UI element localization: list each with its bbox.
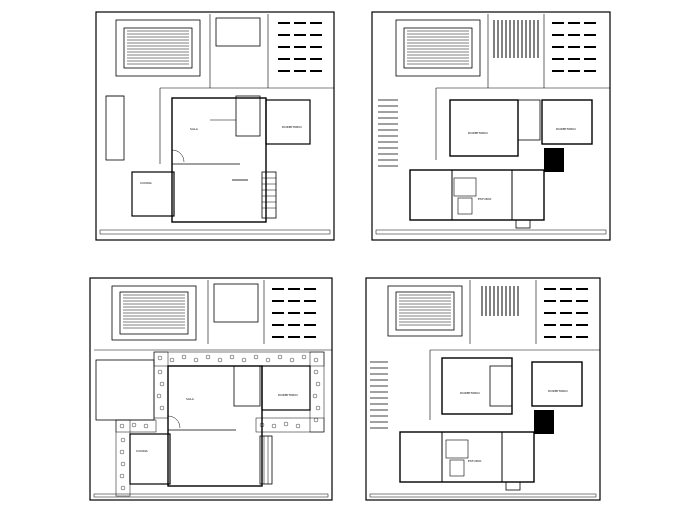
plan-bottom-left: SALA COCINA DORMITORIO — [89, 277, 333, 501]
louver — [370, 361, 388, 429]
pool-inner — [403, 27, 473, 69]
room-label: DORMITORIO — [548, 389, 568, 393]
room-label: DORMITORIO — [468, 131, 488, 135]
house-lower — [399, 431, 535, 483]
room-label: SALA — [186, 397, 195, 401]
room-label: DORMITORIO — [278, 393, 298, 397]
pool-hatch — [407, 30, 469, 65]
roof-hatch — [481, 286, 519, 316]
room-lower-left — [131, 171, 175, 217]
hatched-block — [534, 410, 554, 434]
pool-inner — [123, 27, 193, 69]
stair — [261, 171, 277, 219]
room-label: ESTUDIO — [468, 459, 482, 463]
plan-border — [95, 11, 335, 241]
plan-border — [371, 11, 611, 241]
room-label: SALA — [190, 127, 199, 131]
plan-border — [89, 277, 333, 501]
pool-outline — [395, 19, 481, 77]
pool-inner — [395, 291, 455, 331]
pool-inner — [119, 291, 189, 335]
plan-top-right: DORMITORIO ESTUDIO DORMITORIO — [371, 11, 611, 241]
parking-grid — [552, 22, 596, 72]
parking-grid — [544, 288, 588, 338]
garage-block — [215, 17, 261, 47]
pool-outline — [387, 285, 463, 337]
room-right — [541, 99, 593, 145]
room-left — [95, 359, 155, 421]
hatched-block — [544, 148, 564, 172]
plan-border — [365, 277, 601, 501]
louver — [378, 99, 398, 167]
room-label: COCINA — [136, 449, 149, 453]
room-right — [531, 361, 583, 407]
stone-paving — [115, 351, 325, 497]
parking-grid — [272, 288, 316, 338]
side-corridor — [105, 95, 125, 161]
stair — [259, 435, 273, 485]
room-label: DORMITORIO — [556, 127, 576, 131]
pool-hatch — [123, 294, 185, 329]
stair-steps — [262, 177, 276, 209]
pool-hatch — [399, 294, 451, 326]
house-wall — [167, 365, 263, 487]
room-label: COCINA — [140, 181, 153, 185]
room-right — [265, 99, 311, 145]
room-label: DORMITORIO — [460, 391, 480, 395]
room-label: DORMITORIO — [282, 125, 302, 129]
plan-bottom-right: DORMITORIO ESTUDIO DORMITORIO — [365, 277, 601, 501]
pool-outline — [115, 19, 201, 77]
room-label: ESTUDIO — [478, 197, 492, 201]
house-wall — [171, 97, 267, 223]
room-upper — [449, 99, 519, 157]
pool-hatch — [127, 30, 189, 65]
room-right — [261, 365, 311, 411]
garage-block — [213, 283, 259, 323]
plan-top-left: SALA COCINA DORMITORIO — [95, 11, 335, 241]
roof-hatch — [493, 20, 539, 58]
stair-steps — [263, 436, 269, 484]
pool-outline — [111, 285, 197, 341]
house-lower — [409, 169, 545, 221]
parking-grid — [278, 22, 322, 72]
room-lower-left — [129, 433, 171, 485]
stone-dots — [119, 354, 321, 491]
